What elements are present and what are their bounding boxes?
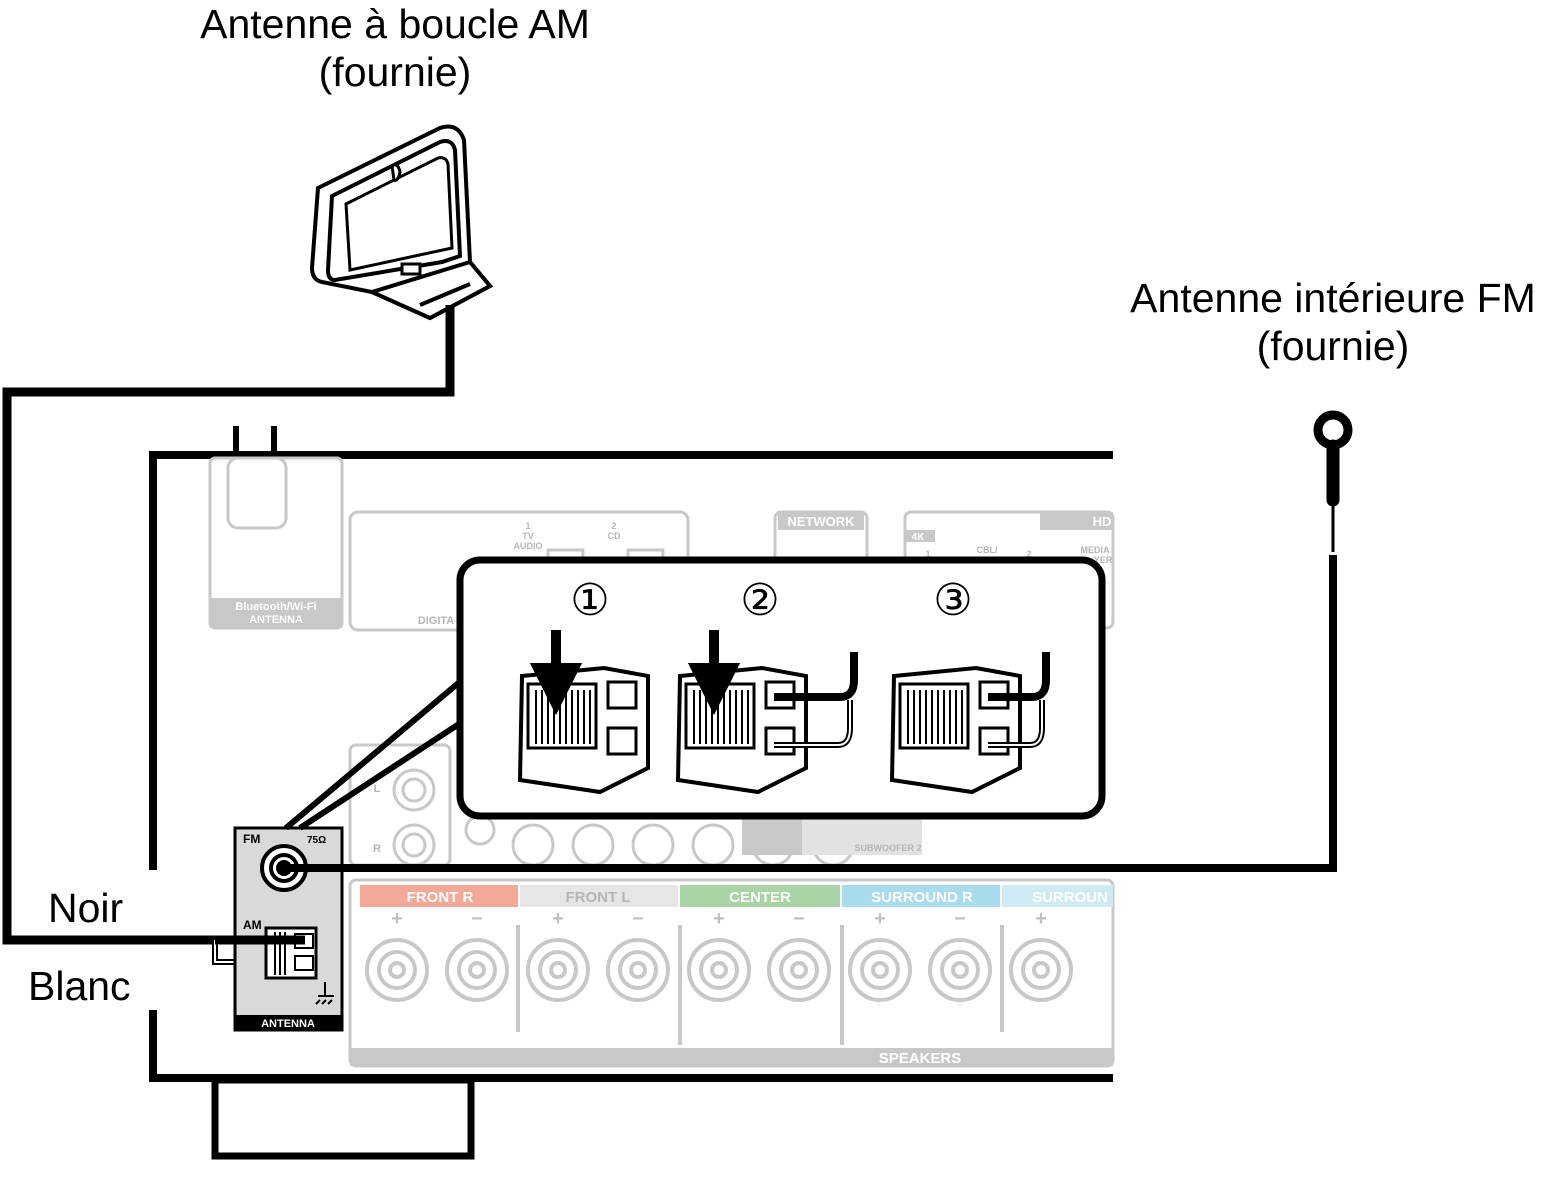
- speaker-channel-labels: FRONT R FRONT L CENTER SURROUND R SURROU…: [407, 889, 1108, 1067]
- press-arrow-icon: [687, 630, 741, 716]
- front-r-label: FRONT R: [407, 889, 474, 906]
- fm-antenna-note: (fournie): [1256, 323, 1410, 370]
- hdmi-1-label: 1: [925, 549, 930, 559]
- svg-text:+: +: [391, 908, 403, 930]
- am-antenna-note: (fournie): [318, 49, 472, 96]
- hdmi-label: HD: [1093, 514, 1112, 529]
- ground-icon: [315, 982, 334, 1005]
- fm-antenna-title: Antenne intérieure FM: [1130, 275, 1536, 321]
- input-r-label: R: [373, 843, 381, 855]
- svg-text:−: −: [793, 908, 805, 930]
- input2-num: 2: [611, 521, 616, 531]
- hdmi-media-label: MEDIA: [1081, 545, 1111, 555]
- subwoofer2-label: SUBWOOFER 2: [854, 843, 921, 853]
- hdmi-2-label: 2: [1026, 549, 1031, 559]
- speakers-label: SPEAKERS: [879, 1050, 962, 1067]
- input2-cd: CD: [608, 531, 621, 541]
- input1-audio: AUDIO: [514, 541, 543, 551]
- fm-indoor-antenna: [276, 410, 1353, 876]
- fm-terminal-label: FM: [243, 832, 260, 846]
- front-l-label: FRONT L: [566, 889, 631, 906]
- step-1-terminal: [517, 630, 650, 795]
- surround-r-label: SURROUND R: [871, 889, 973, 906]
- am-antenna-title: Antenne à boucle AM: [200, 1, 590, 47]
- am-antenna-cable: [2, 305, 455, 945]
- am-terminal-label: AM: [243, 918, 262, 932]
- center-label: CENTER: [729, 889, 791, 906]
- speaker-terminals: [365, 938, 1073, 1002]
- svg-text:−: −: [954, 908, 966, 930]
- am-loop-antenna: [309, 124, 494, 321]
- network-label: NETWORK: [787, 514, 855, 529]
- step-2-terminal: [675, 630, 858, 795]
- step-1-label: ①: [570, 576, 609, 625]
- bt-antenna-label: ANTENNA: [249, 614, 303, 626]
- antenna-terminal-block: ANTENNA FM 75Ω AM: [233, 826, 344, 1032]
- antenna-terminal-label: ANTENNA: [261, 1018, 315, 1030]
- svg-text:+: +: [552, 908, 564, 930]
- svg-text:−: −: [632, 908, 644, 930]
- white-wire-label: Blanc: [28, 963, 131, 1009]
- hdmi-cbl-label: CBL/: [977, 545, 998, 555]
- panel-faded-text: Bluetooth/Wi-Fi ANTENNA DIGITA 1 TV AUDI…: [235, 514, 1112, 855]
- fm-antenna-cable: [284, 555, 1337, 872]
- bt-wifi-label: Bluetooth/Wi-Fi: [235, 601, 316, 613]
- hdmi-player-label: YER: [1094, 555, 1113, 565]
- am-antenna-label: Antenne à boucle AM (fournie): [150, 0, 640, 97]
- step-3-terminal: [889, 652, 1050, 795]
- svg-text:−: −: [471, 908, 483, 930]
- svg-text:+: +: [713, 908, 725, 930]
- step-numbers: ① ② ③: [570, 576, 972, 625]
- input-l-label: L: [374, 783, 381, 795]
- svg-text:+: +: [1035, 908, 1047, 930]
- fm-antenna-label: Antenne intérieure FM (fournie): [1110, 274, 1556, 371]
- receiver-outline: [149, 426, 1113, 1160]
- speaker-label-bands: [350, 885, 1113, 1066]
- press-arrow-icon: [529, 630, 583, 716]
- step-3-label: ③: [933, 576, 972, 625]
- digital-label: DIGITA: [418, 615, 455, 627]
- input1-num: 1: [525, 521, 530, 531]
- hdmi-4k-label: 4K: [912, 532, 926, 543]
- ohms-label: 75Ω: [307, 835, 326, 846]
- black-wire-label: Noir: [48, 885, 124, 931]
- bt-antenna-label-bg: [210, 598, 342, 628]
- polarity-marks: + − + − + − + − +: [391, 908, 1047, 930]
- surround-label: SURROUN: [1032, 889, 1108, 906]
- step-2-label: ②: [740, 576, 779, 625]
- input1-tv: TV: [522, 531, 534, 541]
- svg-text:+: +: [874, 908, 886, 930]
